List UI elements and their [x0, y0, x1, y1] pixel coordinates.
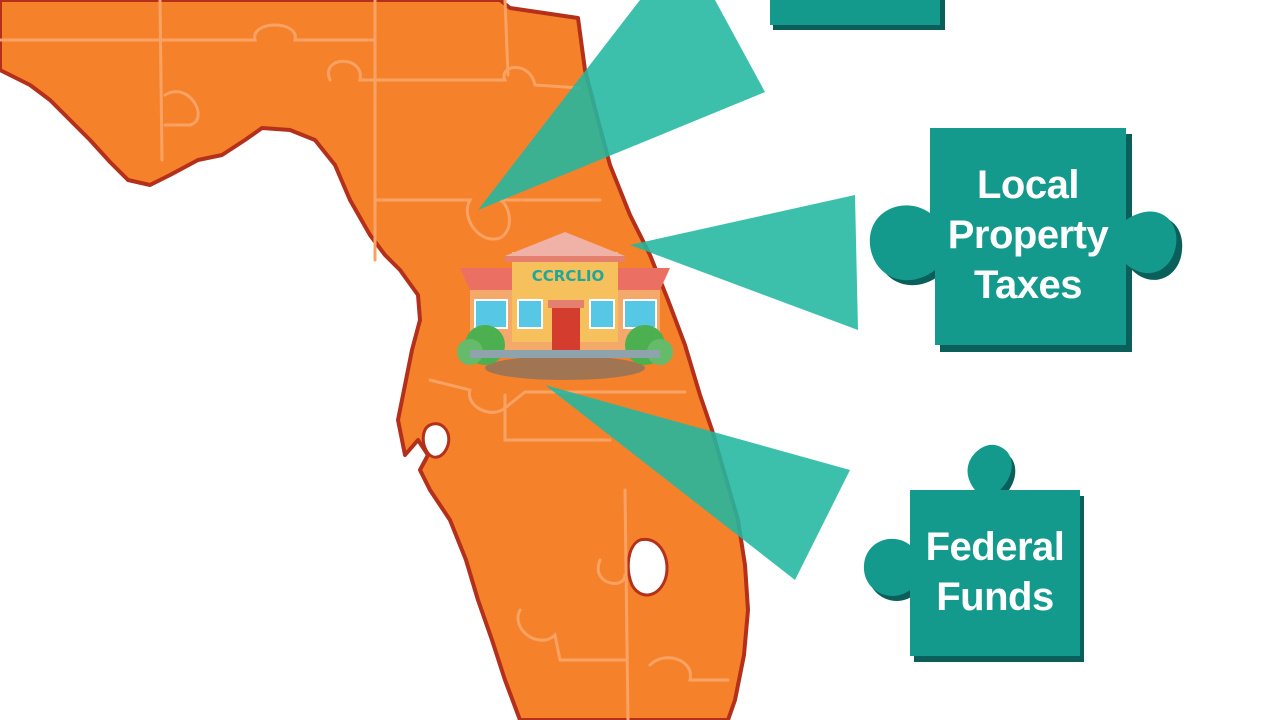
federal-funds-label: Federal Funds	[910, 522, 1080, 622]
school-sign: CCRCLIO	[532, 267, 604, 285]
local-property-taxes-label: Local Property Taxes	[930, 160, 1126, 310]
local-label-line-1: Local	[977, 163, 1079, 207]
federal-label-line-2: Funds	[936, 575, 1054, 619]
federal-label-line-1: Federal	[925, 525, 1065, 569]
puzzle-piece-local	[869, 128, 1183, 352]
florida-map	[0, 0, 750, 720]
beam-federal	[545, 385, 850, 580]
puzzle-piece-top	[770, 0, 945, 30]
bay-island	[421, 422, 451, 459]
puzzle-pieces	[770, 0, 1183, 662]
local-label-line-2: Property	[947, 213, 1109, 257]
lake-hole	[626, 537, 669, 597]
puzzle-piece-federal	[863, 444, 1084, 662]
local-label-line-3: Taxes	[974, 263, 1082, 307]
school-building-icon: CCRCLIO	[457, 232, 673, 380]
beam-local	[630, 195, 858, 330]
beam-top	[478, 0, 765, 210]
puzzle-seams	[0, 0, 730, 720]
funding-beams	[478, 0, 858, 580]
